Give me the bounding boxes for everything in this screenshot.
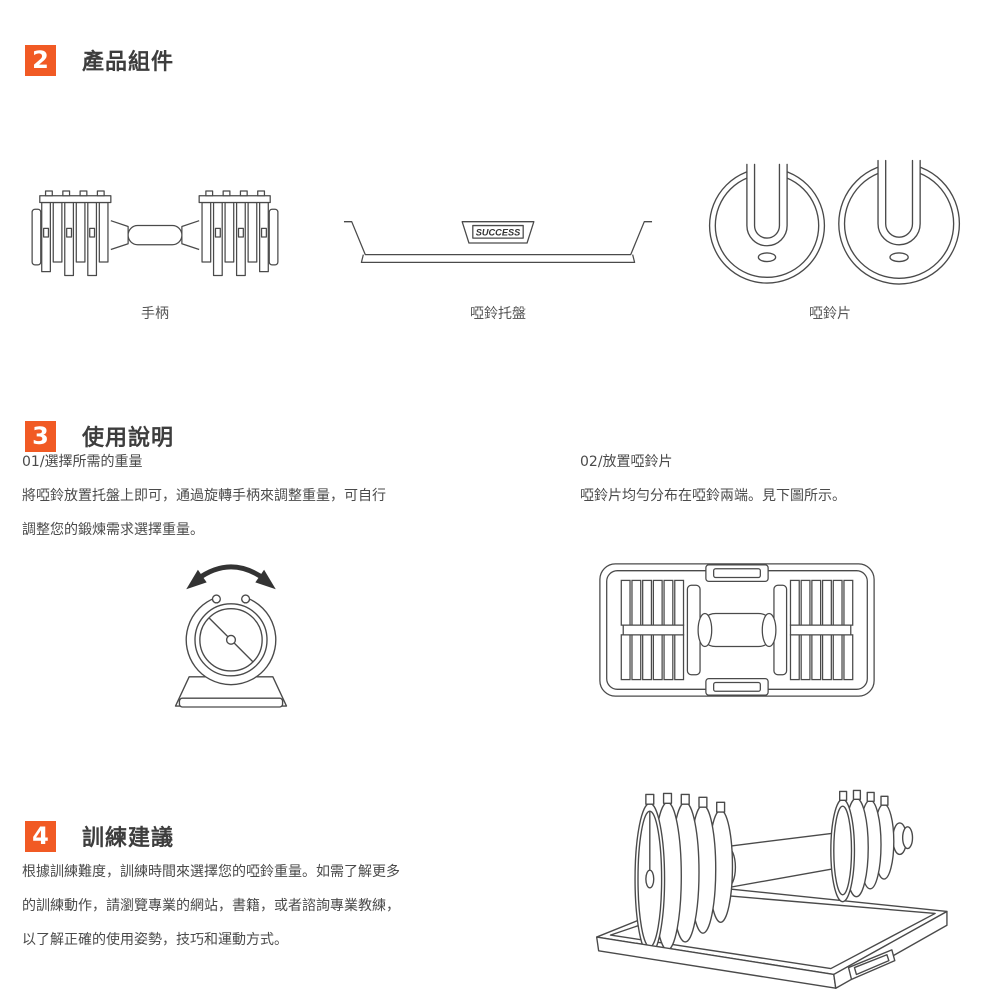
handle-caption: 手柄 [141,306,169,322]
section-components-badge: 2 [25,44,56,76]
section-instructions-badge: 3 [25,420,56,452]
assembled-dumbbell-drawing [595,789,948,989]
section-training-header: 4 訓練建議 [25,820,174,852]
topview-illustration [596,556,878,704]
plates-caption: 啞鈴片 [809,306,851,322]
section-instructions-header: 3 使用說明 [25,420,174,452]
tray-drawing: SUCCESS [343,221,653,264]
section-components-title: 產品組件 [82,50,175,75]
assembled-dumbbell-illustration [552,758,968,1000]
dial-illustration [158,552,304,716]
step-2-heading: 02/放置啞鈴片 [580,454,673,470]
topview-drawing [599,563,875,697]
step-1-heading: 01/選擇所需的重量 [22,454,143,470]
section-training-badge: 4 [25,820,56,852]
training-line-1: 根據訓練難度，訓練時間來選擇您的啞鈴重量。如需了解更多 [22,864,400,880]
step-1-line-2: 調整您的鍛煉需求選擇重量。 [22,522,204,538]
section-components-header: 2 產品組件 [25,44,174,76]
handle-illustration [30,190,280,286]
training-body: 根據訓練難度，訓練時間來選擇您的啞鈴重量。如需了解更多 的訓練動作，請瀏覽專業的… [22,855,492,957]
step-2-line-1: 啞鈴片均勻分布在啞鈴兩端。見下圖所示。 [580,488,846,504]
handle-drawing [31,190,279,277]
section-instructions-title: 使用說明 [82,426,175,451]
tray-illustration: SUCCESS [338,212,658,274]
plates-illustration [700,145,968,291]
training-line-2: 的訓練動作，請瀏覽專業的網站，書籍，或者諮詢專業教練， [22,898,400,914]
section-training-title: 訓練建議 [82,826,175,851]
rotation-arrow-icon [186,564,276,590]
step-1-block: 01/選擇所需的重量 將啞鈴放置托盤上即可，通過旋轉手柄來調整重量，可自行 調整… [22,445,492,547]
training-line-3: 以了解正確的使用姿勢，技巧和運動方式。 [22,932,288,948]
tray-brand-label: SUCCESS [476,227,521,237]
plates-drawing [708,152,961,285]
dial-drawing [174,564,288,708]
step-1-line-1: 將啞鈴放置托盤上即可，通過旋轉手柄來調整重量，可自行 [22,488,386,504]
step-2-block: 02/放置啞鈴片 啞鈴片均勻分布在啞鈴兩端。見下圖所示。 [580,445,980,513]
tray-caption: 啞鈴托盤 [470,306,526,322]
